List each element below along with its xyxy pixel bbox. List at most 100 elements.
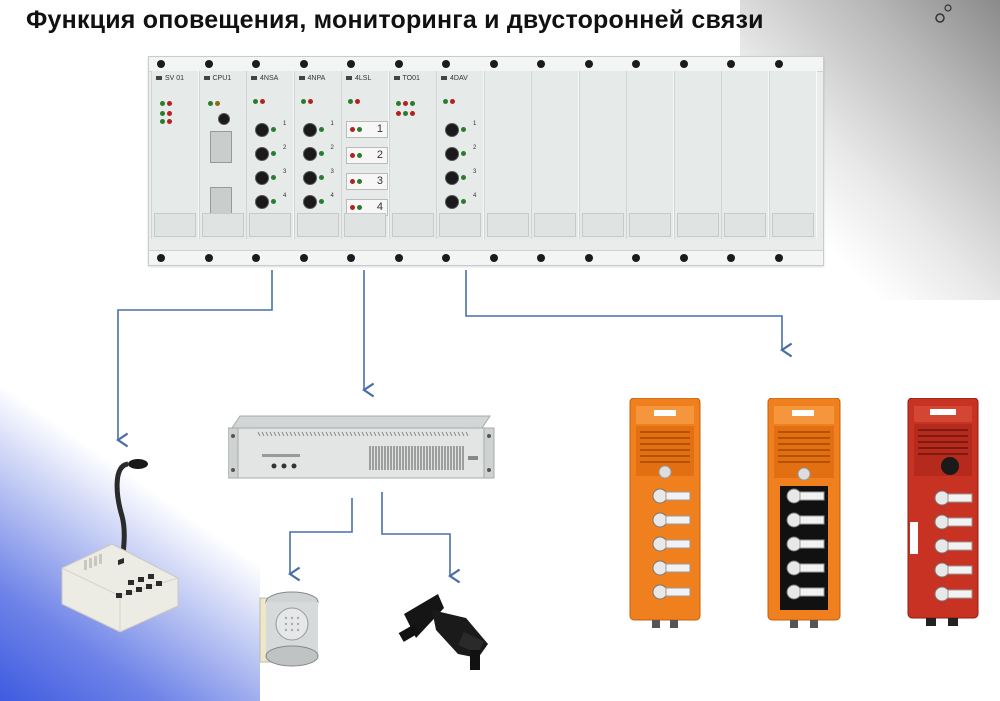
card-handle — [676, 213, 719, 237]
status-led — [357, 179, 362, 184]
card-handle — [201, 213, 244, 237]
orange-intercom-panel — [629, 398, 701, 628]
status-led — [395, 111, 401, 116]
rack-screw — [537, 60, 545, 68]
audio-jack — [445, 171, 459, 185]
rack-screw — [679, 254, 688, 262]
status-led — [318, 199, 324, 204]
arrow-to-callboxes — [465, 270, 793, 358]
rack-screw — [774, 254, 783, 262]
callbox-button — [934, 514, 950, 530]
rack-screw — [679, 60, 688, 68]
card-handle — [154, 213, 196, 237]
audio-jack — [255, 147, 269, 161]
callbox-button — [652, 512, 668, 528]
rack-screw — [489, 254, 498, 262]
status-led — [357, 153, 362, 158]
callbox-label-plate — [665, 587, 691, 597]
card-handle — [344, 213, 386, 237]
status-led — [395, 101, 401, 106]
channel-number: 1 — [283, 121, 287, 127]
card-handle — [581, 213, 624, 237]
rack-amplifier — [228, 415, 495, 479]
horn-speaker-black — [398, 594, 488, 670]
callbox-label-plate — [799, 587, 825, 597]
status-led — [450, 99, 455, 104]
rack-card-label-text: 4LSL — [355, 75, 372, 82]
callbox-label-plate — [947, 565, 973, 575]
card-handle — [486, 213, 529, 237]
status-led — [443, 99, 448, 104]
status-led — [167, 119, 172, 124]
rack-card-12 — [673, 71, 722, 239]
rack-card-label-text: 4NSA — [260, 75, 279, 82]
audio-jack — [302, 147, 317, 161]
status-led — [409, 111, 415, 116]
card-handle — [391, 213, 434, 237]
channel-number: 4 — [473, 193, 477, 199]
status-led — [260, 99, 265, 104]
callbox-button — [786, 560, 802, 576]
status-led — [355, 99, 360, 104]
status-led — [318, 151, 324, 156]
status-led — [461, 151, 466, 156]
callbox-label-plate — [947, 493, 973, 503]
callbox-label-plate — [799, 539, 825, 549]
audio-jack — [302, 171, 317, 185]
channel-number: 1 — [376, 123, 383, 135]
rack-card-label: TO01 — [393, 75, 420, 82]
channel-number: 2 — [376, 149, 383, 161]
status-led — [409, 101, 415, 106]
rack-card-2: CPU1 — [198, 71, 247, 239]
rack-card-label: 4NSA — [251, 75, 278, 82]
rack-card-label: 4NPA — [298, 75, 325, 82]
status-led — [253, 99, 258, 104]
rack-screw — [204, 60, 213, 68]
rack-screw — [252, 60, 260, 68]
status-led — [214, 101, 220, 106]
callbox-button — [786, 584, 802, 600]
callbox-label-plate — [799, 563, 825, 573]
card-handle — [771, 213, 814, 237]
channel-number: 3 — [330, 169, 334, 175]
status-led — [402, 111, 408, 116]
callbox-label-plate — [665, 563, 691, 573]
channel-number: 4 — [283, 193, 287, 199]
status-led — [461, 199, 466, 204]
rack-card-label: 4DAV — [441, 75, 468, 82]
status-led — [167, 111, 172, 116]
callbox-button — [652, 560, 668, 576]
rack-screw — [299, 60, 308, 68]
red-intercom-panel — [907, 398, 979, 626]
callbox-label-plate — [665, 491, 691, 501]
rack-card-label-text: 4DAV — [450, 75, 468, 82]
status-led — [318, 175, 324, 180]
card-handle — [629, 213, 671, 237]
rack-card-9 — [531, 71, 579, 239]
audio-jack — [255, 123, 269, 137]
rack-card-label: SV 01 — [156, 75, 184, 82]
status-led — [207, 101, 213, 106]
orange-intercom-panel-black-buttons — [767, 398, 841, 628]
status-led — [300, 99, 306, 104]
status-led — [402, 101, 408, 106]
rack-screw — [299, 254, 308, 262]
card-handle — [724, 213, 766, 237]
card-handle — [249, 213, 291, 237]
microphone-console — [61, 459, 179, 633]
status-led — [461, 175, 466, 180]
decor-icon — [935, 4, 952, 23]
rack-card-label-text: CPU1 — [212, 75, 232, 82]
rack-screw — [489, 60, 498, 68]
channel-number: 3 — [376, 175, 383, 187]
status-led — [348, 99, 353, 104]
rack-card-14 — [768, 71, 817, 239]
arrow-to-speaker-2 — [381, 492, 461, 584]
rack-screw — [394, 254, 403, 262]
status-led — [271, 151, 276, 156]
